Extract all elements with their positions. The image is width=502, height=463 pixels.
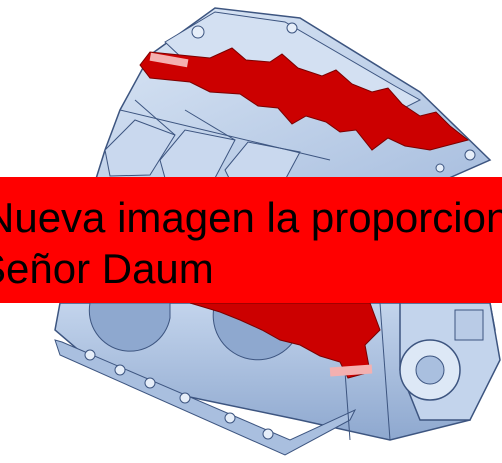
caption-line-1: Nueva imagen la proporciona bbox=[0, 194, 502, 241]
caption-banner: Nueva imagen la proporciona Señor Daum bbox=[0, 177, 502, 303]
upper-shaft-highlight bbox=[139, 47, 470, 151]
lower-shaft-highlight bbox=[189, 302, 381, 379]
caption-line-2: Señor Daum bbox=[0, 245, 214, 292]
lower-housing bbox=[54, 302, 501, 456]
